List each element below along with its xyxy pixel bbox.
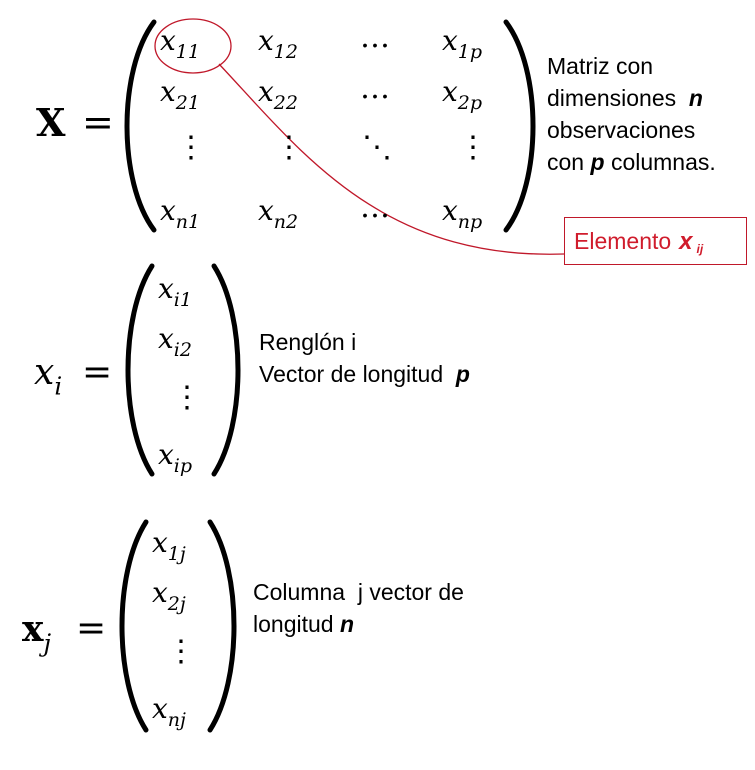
row-vector-entry-1: xi1 bbox=[158, 272, 192, 311]
matrix-x-description: Matriz con dimensiones n observaciones c… bbox=[547, 50, 716, 178]
callout-label: Elemento bbox=[574, 228, 672, 254]
row-desc-line-1: Renglón i bbox=[259, 329, 357, 355]
col-vector-entry-3: ⋮ bbox=[166, 634, 196, 669]
row-vector-equals: = bbox=[82, 352, 113, 393]
col-desc-line-2: longitud n bbox=[253, 611, 355, 637]
matrix-cell-r1-c4: x1p bbox=[442, 24, 483, 63]
matrix-cell-r4-c1: xn1 bbox=[160, 194, 201, 233]
col-vector-left-paren bbox=[119, 519, 149, 733]
matrix-cell-r2-c4: x2p bbox=[442, 75, 483, 114]
row-vector-entry-3: ⋮ bbox=[172, 380, 202, 415]
matrix-cell-r3-c3: ⋱ bbox=[362, 130, 392, 165]
desc-line-4: con p columnas. bbox=[547, 149, 716, 175]
col-vector-description: Columna j vector de longitud n bbox=[253, 576, 464, 640]
row-vector-left-paren bbox=[125, 263, 155, 477]
matrix-cell-r2-c2: x22 bbox=[258, 75, 299, 114]
callout-connector-line bbox=[218, 63, 565, 255]
matrix-x-left-paren bbox=[124, 19, 157, 233]
row-vector-right-paren bbox=[211, 263, 241, 477]
desc-line-2: dimensiones n bbox=[547, 85, 703, 111]
row-vector-description: Renglón i Vector de longitud p bbox=[259, 326, 470, 390]
col-desc-line-1: Columna j vector de bbox=[253, 579, 464, 605]
matrix-cell-r1-c2: x12 bbox=[258, 24, 299, 63]
matrix-cell-r4-c2: xn2 bbox=[258, 194, 299, 233]
matrix-cell-r3-c2: ⋮ bbox=[274, 130, 304, 165]
matrix-x-right-paren bbox=[503, 19, 536, 233]
row-vector-entry-4: xip bbox=[158, 438, 193, 477]
matrix-cell-r4-c3: … bbox=[360, 190, 390, 225]
matrix-cell-r4-c4: xnp bbox=[442, 194, 483, 233]
col-vector-entry-2: x2j bbox=[152, 576, 186, 615]
row-vector-lhs: xi bbox=[34, 352, 63, 401]
matrix-cell-r2-c1: x21 bbox=[160, 75, 201, 114]
col-vector-equals: = bbox=[76, 608, 107, 649]
matrix-cell-r1-c3: … bbox=[360, 20, 390, 55]
matrix-cell-r1-c1: x11 bbox=[160, 24, 201, 63]
callout-sub: ij bbox=[696, 242, 704, 256]
row-desc-line-2: Vector de longitud p bbox=[259, 361, 470, 387]
matrix-cell-r2-c3: … bbox=[360, 71, 390, 106]
matrix-cell-r3-c4: ⋮ bbox=[458, 130, 488, 165]
element-highlight-circle bbox=[154, 18, 232, 74]
col-vector-entry-1: x1j bbox=[152, 526, 186, 565]
col-vector-right-paren bbox=[207, 519, 237, 733]
callout-var: x bbox=[679, 228, 693, 255]
desc-line-3: observaciones bbox=[547, 117, 696, 143]
matrix-cell-r3-c1: ⋮ bbox=[176, 130, 206, 165]
matrix-x-equals: = bbox=[82, 100, 114, 144]
matrix-x-symbol: X bbox=[36, 100, 66, 145]
row-vector-entry-2: xi2 bbox=[158, 322, 192, 361]
col-vector-entry-4: xnj bbox=[152, 692, 186, 731]
col-vector-lhs: xj bbox=[22, 608, 52, 658]
desc-line-1: Matriz con bbox=[547, 53, 654, 79]
